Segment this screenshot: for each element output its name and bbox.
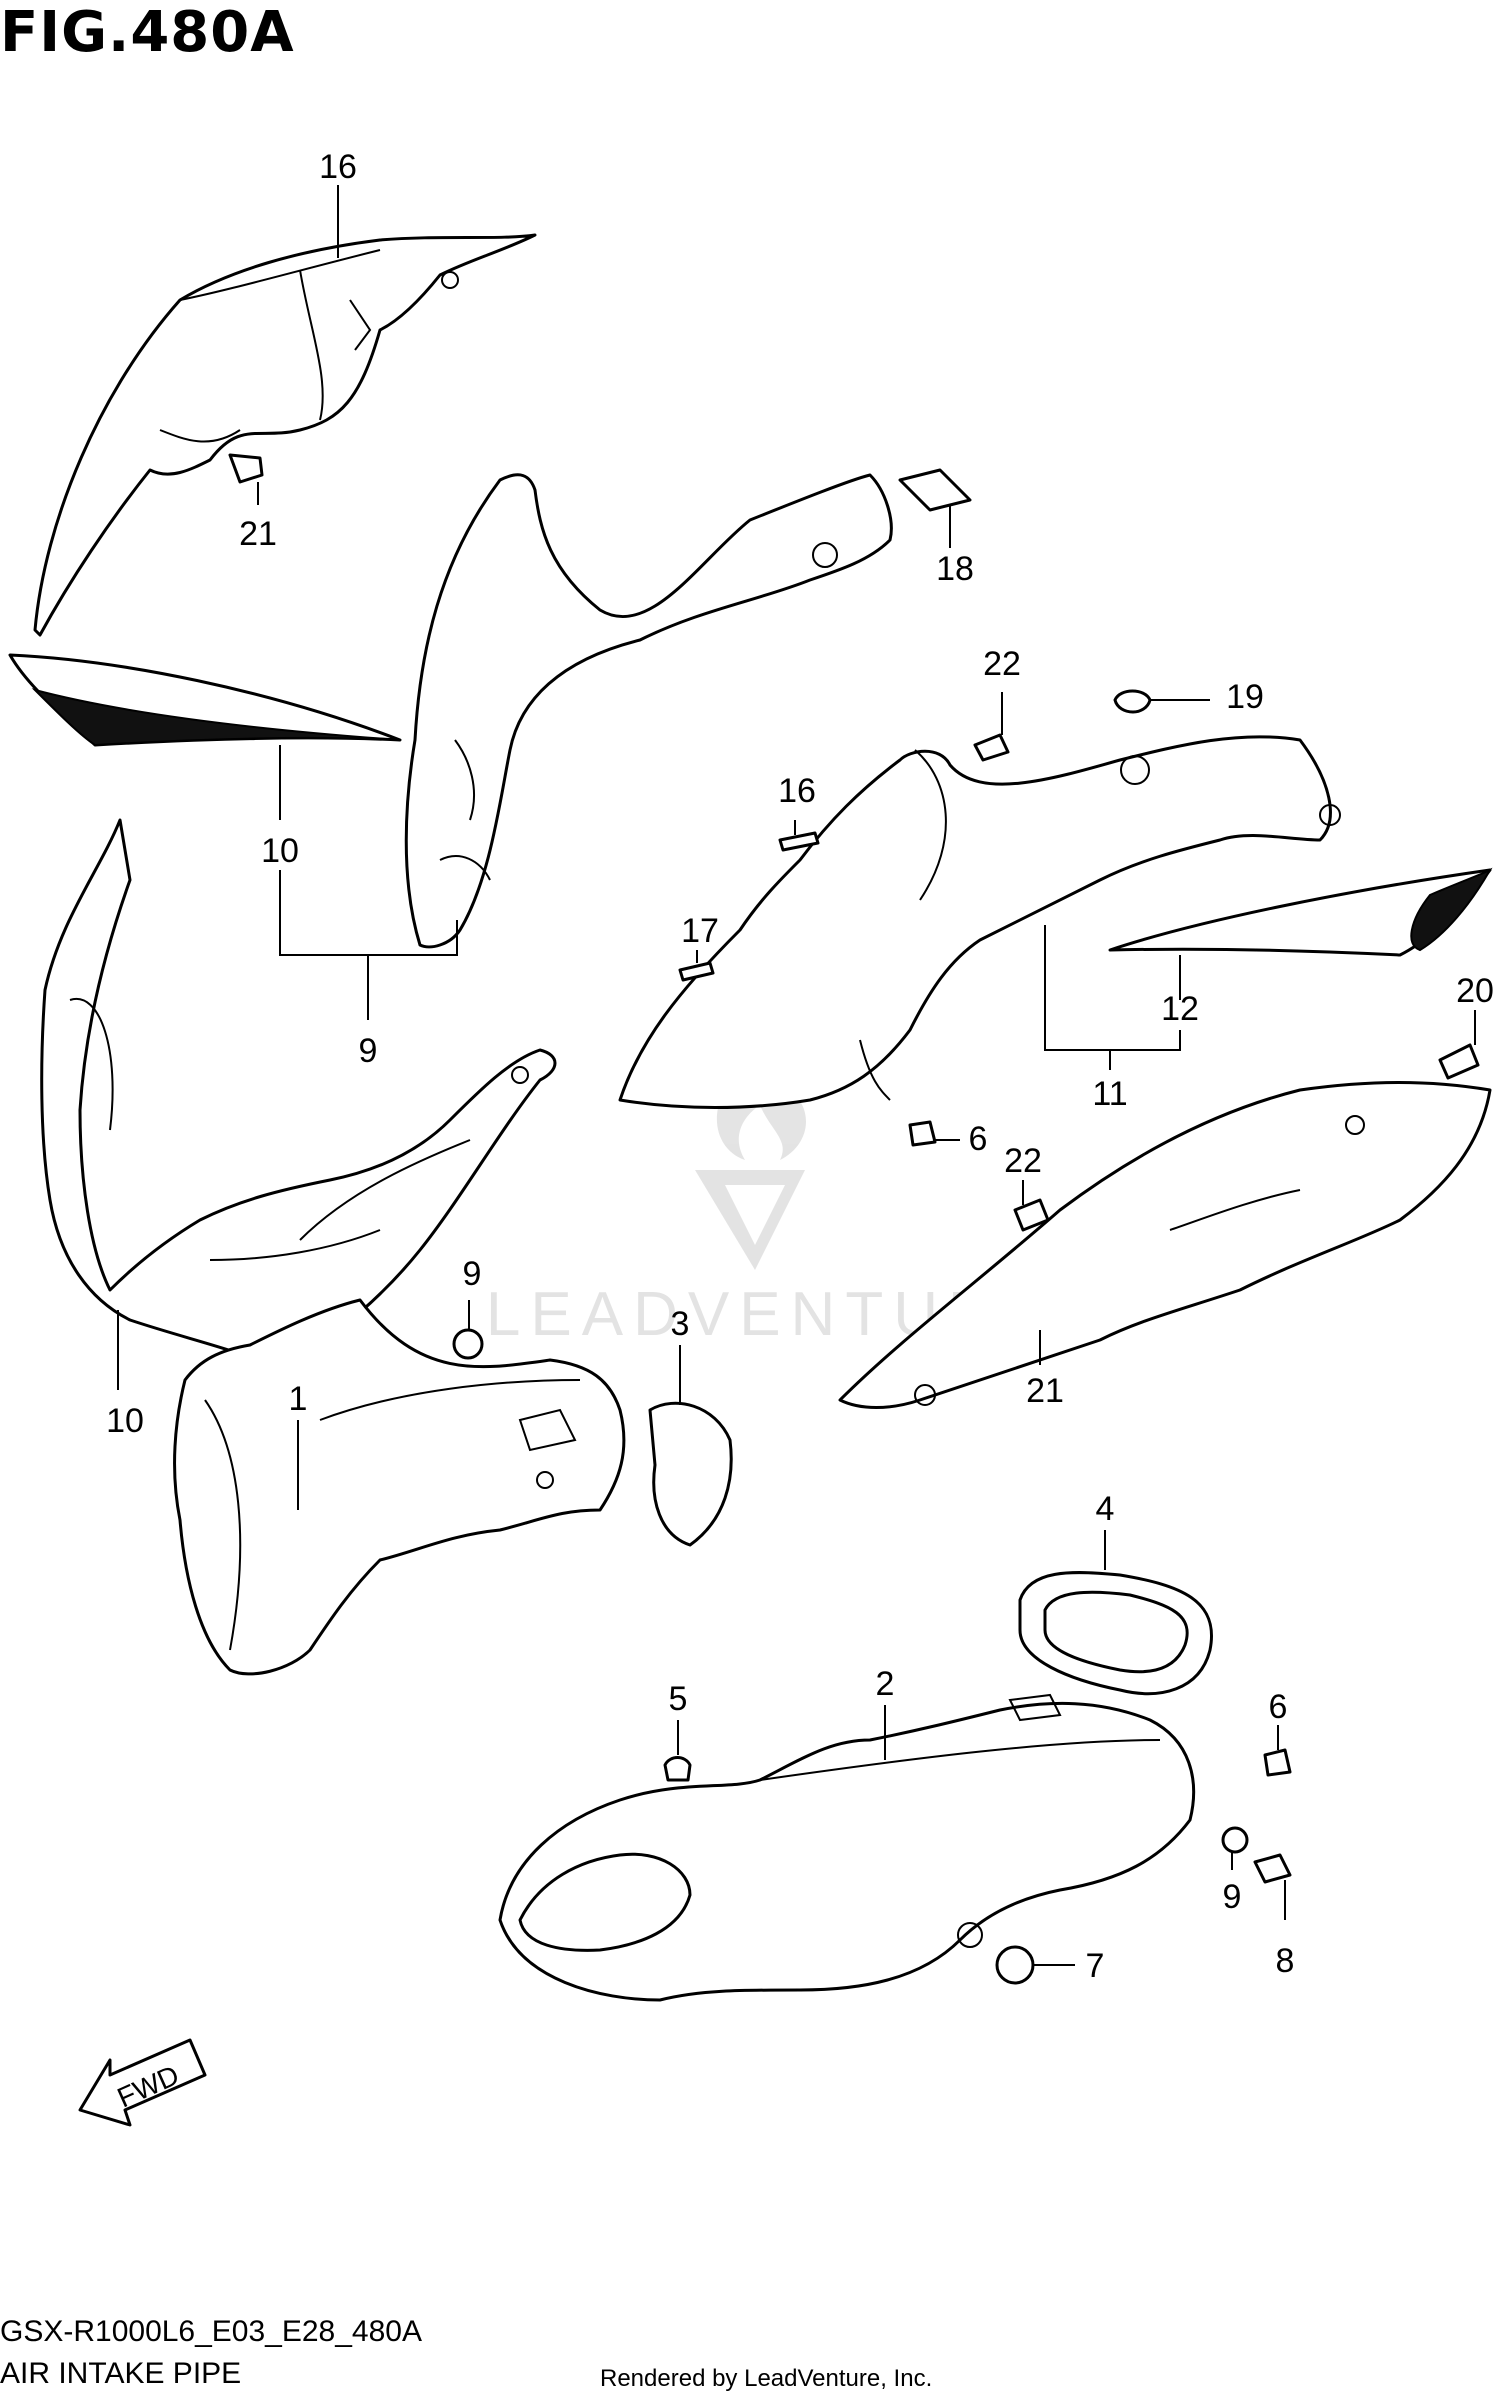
part-17-fastener — [1113, 689, 1152, 714]
part-6-clip-lower — [1263, 1748, 1292, 1777]
part-13-right-side-cowl — [618, 735, 1341, 1109]
callout-1: 1 — [289, 1380, 308, 1418]
part-5-clip — [663, 1756, 692, 1782]
callout-12: 10 — [261, 832, 299, 870]
callout-19: 21 — [1026, 1372, 1064, 1410]
part-16-pad — [898, 468, 972, 512]
part-6-clip-upper — [908, 1120, 937, 1147]
part-1-intake-duct — [173, 1298, 626, 1676]
part-14-decal-fill — [1410, 867, 1493, 952]
leader-lines — [117, 185, 1476, 1966]
callout-18: 16 — [319, 148, 357, 186]
callout-labels: 16 21 18 10 9 22 19 16 17 12 11 20 6 22 … — [106, 148, 1494, 1985]
callout-3: 3 — [671, 1305, 690, 1343]
part-7-grommet — [995, 1945, 1035, 1985]
part-19-under-cowl — [838, 1081, 1492, 1409]
callout-5: 5 — [669, 1680, 688, 1718]
callout-11: 9 — [359, 1032, 378, 1070]
callout-6-upper: 6 — [969, 1120, 988, 1158]
callout-15-b: 17 — [681, 912, 719, 950]
part-18-upper-cowl — [33, 233, 537, 637]
callout-8: 8 — [1276, 1942, 1295, 1980]
fwd-direction-arrow: FWD — [78, 2038, 207, 2127]
callout-21-right: 22 — [1004, 1142, 1042, 1180]
callout-6-lower: 6 — [1269, 1688, 1288, 1726]
part-4-seal-ring — [1018, 1571, 1213, 1696]
callout-20: 20 — [1456, 972, 1494, 1010]
diagram-title: AIR INTAKE PIPE — [0, 2357, 242, 2390]
callout-13: 11 — [1092, 1075, 1127, 1113]
part-21-screw-left — [228, 453, 264, 484]
callout-15-a: 16 — [778, 772, 816, 810]
part-9-grommet-right — [1221, 1826, 1249, 1854]
callout-21-left: 21 — [239, 515, 277, 553]
part-11-side-cowl — [404, 473, 893, 949]
part-15-label-b — [678, 961, 715, 982]
callout-22: 22 — [983, 645, 1021, 683]
part-12-decal-fill — [31, 688, 401, 747]
callout-9-right: 9 — [1223, 1878, 1242, 1916]
callout-4: 4 — [1096, 1490, 1115, 1528]
part-10-inner-panel — [40, 818, 557, 1372]
callout-2: 2 — [876, 1665, 895, 1703]
part-3-seal — [648, 1401, 733, 1547]
part-9-grommet-left — [452, 1328, 484, 1360]
rendered-by-credit: Rendered by LeadVenture, Inc. — [600, 2365, 933, 2392]
callout-7: 7 — [1086, 1947, 1105, 1985]
callout-14: 12 — [1161, 990, 1199, 1028]
callout-10: 10 — [106, 1402, 144, 1440]
part-15-label-a — [778, 831, 820, 852]
callout-17: 19 — [1226, 678, 1264, 716]
diagram-code: GSX-R1000L6_E03_E28_480A — [0, 2315, 422, 2348]
callout-9-left: 9 — [463, 1255, 482, 1293]
part-8-bolt — [1253, 1853, 1292, 1884]
callout-16: 18 — [936, 550, 974, 588]
figure-title: FIG.480A — [0, 0, 295, 65]
part-20-screw — [1438, 1043, 1480, 1080]
part-22-screw — [973, 733, 1010, 762]
part-2-intake-duct — [498, 1693, 1196, 2002]
